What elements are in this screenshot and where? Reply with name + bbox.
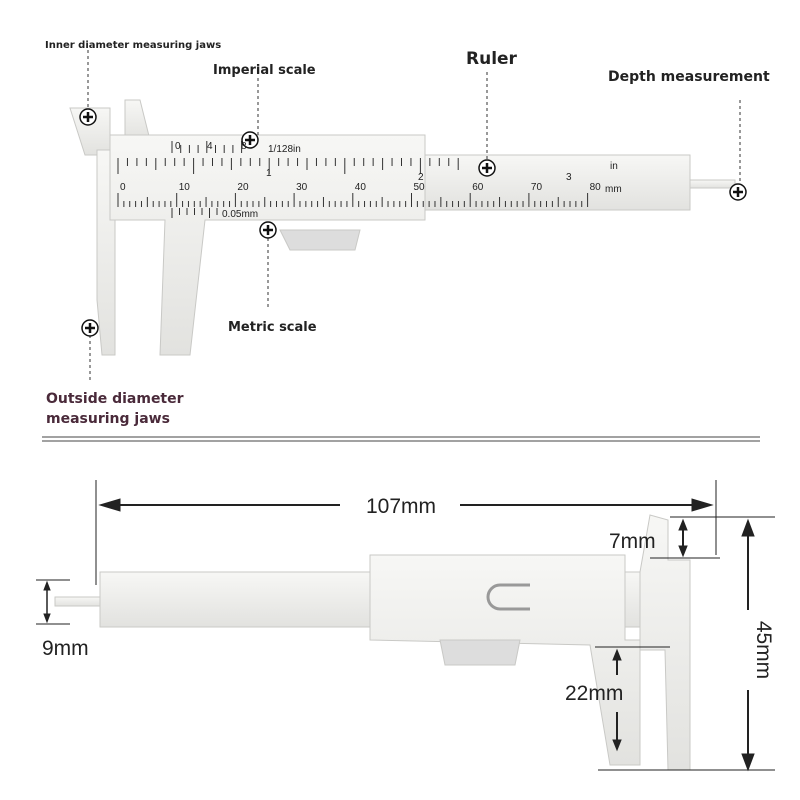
slider [109, 134, 426, 356]
scale-labels: 1 2 3 in mm 0 10 20 30 40 50 60 70 80 0 4 8 1/12… [120, 141, 622, 220]
mm-unit: mm [605, 184, 622, 195]
mm-label: 0 [120, 182, 126, 193]
inch-label-3: 3 [566, 172, 572, 183]
scale-ticks [117, 141, 589, 218]
dim-height: 45mm [752, 621, 775, 679]
mm-label: 30 [296, 182, 308, 193]
inch-unit: in [610, 161, 618, 172]
slider-inner-jaw [124, 99, 151, 141]
vernier-in-0: 0 [175, 141, 181, 152]
dim-inner-jaw: 7mm [609, 530, 656, 553]
dimension-lines [36, 480, 775, 772]
callout-lines [87, 50, 741, 380]
label-outside-jaws-2: measuring jaws [46, 411, 170, 427]
top-caliper [69, 99, 736, 356]
mm-label: 20 [237, 182, 249, 193]
mm-label: 40 [355, 182, 367, 193]
mm-label: 70 [531, 182, 543, 193]
inch-label-2: 2 [418, 172, 424, 183]
depth-rod-bottom [54, 596, 104, 607]
callout-markers [79, 108, 747, 337]
dim-rod: 9mm [42, 637, 89, 660]
inch-label-1: 1 [266, 168, 272, 179]
mm-label: 50 [414, 182, 426, 193]
crosshair-marker-icon [241, 131, 259, 149]
crosshair-marker-icon [81, 319, 99, 337]
bottom-caliper [54, 514, 691, 771]
mm-label: 10 [179, 182, 191, 193]
slot [486, 583, 530, 611]
vernier-mm-text: 0.05mm [222, 209, 258, 220]
label-metric-scale: Metric scale [228, 320, 317, 335]
crosshair-marker-icon [79, 108, 97, 126]
label-imperial-scale: Imperial scale [213, 63, 316, 78]
crosshair-marker-icon [478, 159, 496, 177]
dim-outer-jaw: 22mm [565, 682, 623, 705]
crosshair-marker-icon [259, 221, 277, 239]
mm-label: 80 [590, 182, 602, 193]
thumb-wheel [279, 229, 361, 251]
label-inner-jaws: Inner diameter measuring jaws [45, 40, 221, 51]
label-ruler: Ruler [466, 49, 518, 69]
vernier-in-text: 1/128in [268, 144, 301, 155]
dim-length: 107mm [366, 495, 436, 518]
crosshair-marker-icon [729, 183, 747, 201]
mm-label: 60 [472, 182, 484, 193]
vernier-in-4: 4 [207, 141, 213, 152]
depth-rod [689, 179, 736, 189]
thumb-wheel-bottom [439, 639, 521, 666]
label-outside-jaws-1: Outside diameter [46, 391, 184, 407]
vernier-in-8: 8 [241, 141, 247, 152]
label-depth: Depth measurement [608, 69, 770, 85]
fixed-jaw-bottom [639, 514, 691, 771]
